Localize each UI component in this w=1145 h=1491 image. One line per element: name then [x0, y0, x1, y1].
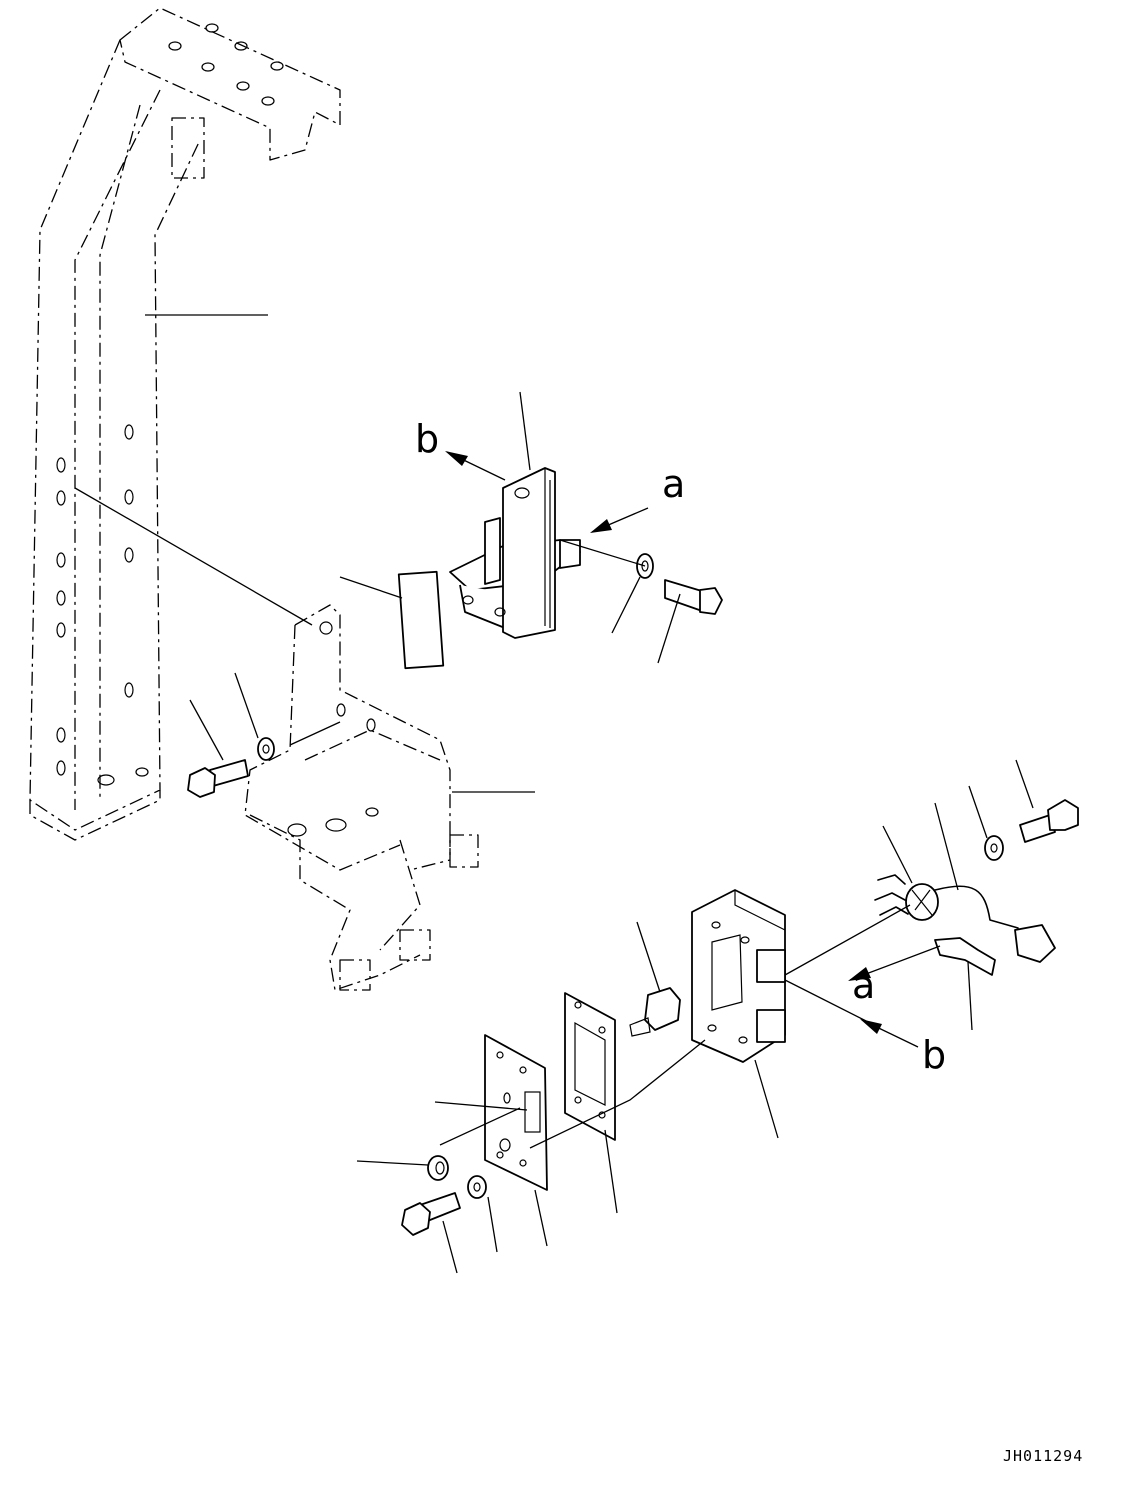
lower-bolt — [401, 1192, 461, 1236]
view-label-b-lower: b — [922, 1033, 946, 1077]
upper-holder-assembly — [397, 467, 581, 670]
view-label-a-upper: a — [662, 462, 685, 506]
left-washer — [257, 737, 275, 761]
arrow-b-upper-icon — [445, 451, 506, 481]
switch-gasket — [564, 992, 616, 1141]
switch-box — [691, 889, 786, 1063]
switch-cover-plate — [484, 1034, 548, 1191]
upper-bolt — [664, 579, 723, 615]
right-washer — [984, 835, 1004, 861]
callout-leaders — [145, 314, 1034, 1274]
arrow-b-lower-icon — [860, 1019, 919, 1048]
left-bolt — [187, 759, 249, 798]
plate-pad — [397, 570, 445, 670]
view-label-b-upper: b — [415, 417, 439, 461]
mounting-bracket-phantom — [244, 604, 479, 991]
indicator-lamp — [427, 1155, 449, 1181]
assembly-lines — [74, 487, 911, 1149]
lower-washer — [467, 1175, 487, 1199]
toggle-switch — [629, 987, 681, 1037]
right-bolt — [1019, 799, 1079, 843]
drawing-code: JH011294 — [1003, 1447, 1083, 1465]
arrow-a-lower-icon — [848, 945, 941, 981]
view-label-a-lower: a — [852, 963, 875, 1007]
arrow-a-upper-icon — [590, 507, 649, 533]
support-post-phantom — [29, 7, 341, 841]
wire-harness — [874, 874, 1056, 976]
post-holes — [56, 23, 284, 786]
